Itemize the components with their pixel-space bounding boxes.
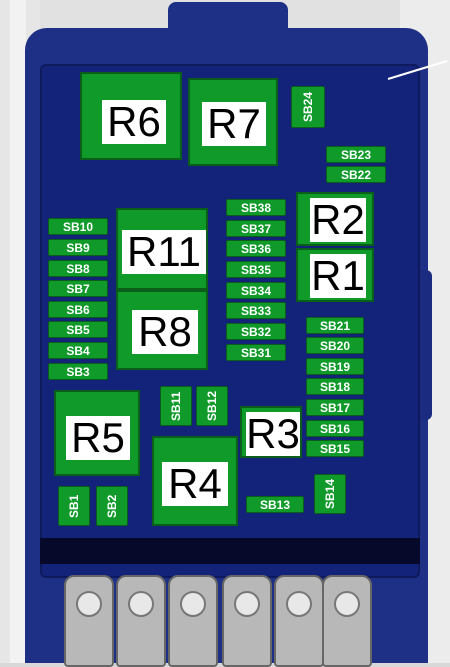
fuse-sb22[interactable]: SB22 bbox=[326, 166, 386, 183]
relay-r5[interactable]: R5 bbox=[54, 390, 140, 476]
fuse-sb17[interactable]: SB17 bbox=[306, 399, 364, 416]
fuse-sb35[interactable]: SB35 bbox=[226, 261, 286, 278]
fuse-sb21[interactable]: SB21 bbox=[306, 317, 364, 334]
terminal-rail bbox=[40, 538, 420, 564]
fuse-sb23[interactable]: SB23 bbox=[326, 146, 386, 163]
relay-label: R7 bbox=[202, 102, 266, 146]
fuse-sb7[interactable]: SB7 bbox=[48, 280, 108, 297]
fuse-sb9[interactable]: SB9 bbox=[48, 239, 108, 256]
relay-r11[interactable]: R11 bbox=[116, 208, 208, 290]
background-rod bbox=[10, 0, 26, 663]
relay-label: R6 bbox=[102, 100, 166, 144]
fuse-sb6[interactable]: SB6 bbox=[48, 301, 108, 318]
fuse-sb36[interactable]: SB36 bbox=[226, 240, 286, 257]
fuse-sb10[interactable]: SB10 bbox=[48, 218, 108, 235]
relay-label: R3 bbox=[246, 410, 300, 457]
fuse-sb5[interactable]: SB5 bbox=[48, 321, 108, 338]
fuse-sb20[interactable]: SB20 bbox=[306, 337, 364, 354]
terminal-post-3 bbox=[168, 575, 218, 667]
fuse-sb34[interactable]: SB34 bbox=[226, 282, 286, 299]
relay-r4[interactable]: R4 bbox=[152, 436, 238, 526]
relay-r2[interactable]: R2 bbox=[296, 192, 374, 246]
relay-r3[interactable]: R3 bbox=[240, 406, 302, 458]
fuse-sb13[interactable]: SB13 bbox=[246, 496, 304, 513]
fuse-sb33[interactable]: SB33 bbox=[226, 302, 286, 319]
fuse-sb4[interactable]: SB4 bbox=[48, 342, 108, 359]
terminal-post-2 bbox=[116, 575, 166, 667]
relay-r7[interactable]: R7 bbox=[188, 78, 278, 166]
relay-label: R8 bbox=[132, 310, 198, 354]
fuse-sb19[interactable]: SB19 bbox=[306, 358, 364, 375]
terminal-post-1 bbox=[64, 575, 114, 667]
terminal-post-5 bbox=[274, 575, 324, 667]
fuse-sb2[interactable]: SB2 bbox=[96, 486, 128, 526]
relay-r1[interactable]: R1 bbox=[296, 248, 374, 302]
fuse-sb18[interactable]: SB18 bbox=[306, 378, 364, 395]
fuse-sb3[interactable]: SB3 bbox=[48, 363, 108, 380]
fuse-sb14[interactable]: SB14 bbox=[314, 474, 346, 514]
fuse-sb32[interactable]: SB32 bbox=[226, 323, 286, 340]
fuse-sb31[interactable]: SB31 bbox=[226, 344, 286, 361]
fuse-sb15[interactable]: SB15 bbox=[306, 440, 364, 457]
relay-label: R11 bbox=[122, 230, 206, 274]
relay-r8[interactable]: R8 bbox=[116, 290, 208, 370]
fuse-sb12[interactable]: SB12 bbox=[196, 386, 228, 426]
relay-label: R1 bbox=[310, 252, 366, 299]
fuse-sb1[interactable]: SB1 bbox=[58, 486, 90, 526]
fuse-sb38[interactable]: SB38 bbox=[226, 199, 286, 216]
fuse-sb8[interactable]: SB8 bbox=[48, 260, 108, 277]
fuse-sb24[interactable]: SB24 bbox=[291, 86, 325, 128]
terminal-post-4 bbox=[222, 575, 272, 667]
fuse-sb11[interactable]: SB11 bbox=[160, 386, 192, 426]
terminal-post-6 bbox=[322, 575, 372, 667]
fuse-sb37[interactable]: SB37 bbox=[226, 220, 286, 237]
relay-r6[interactable]: R6 bbox=[80, 72, 182, 160]
relay-label: R4 bbox=[162, 462, 228, 506]
relay-label: R5 bbox=[66, 416, 130, 460]
fuse-sb16[interactable]: SB16 bbox=[306, 420, 364, 437]
relay-label: R2 bbox=[310, 196, 366, 243]
